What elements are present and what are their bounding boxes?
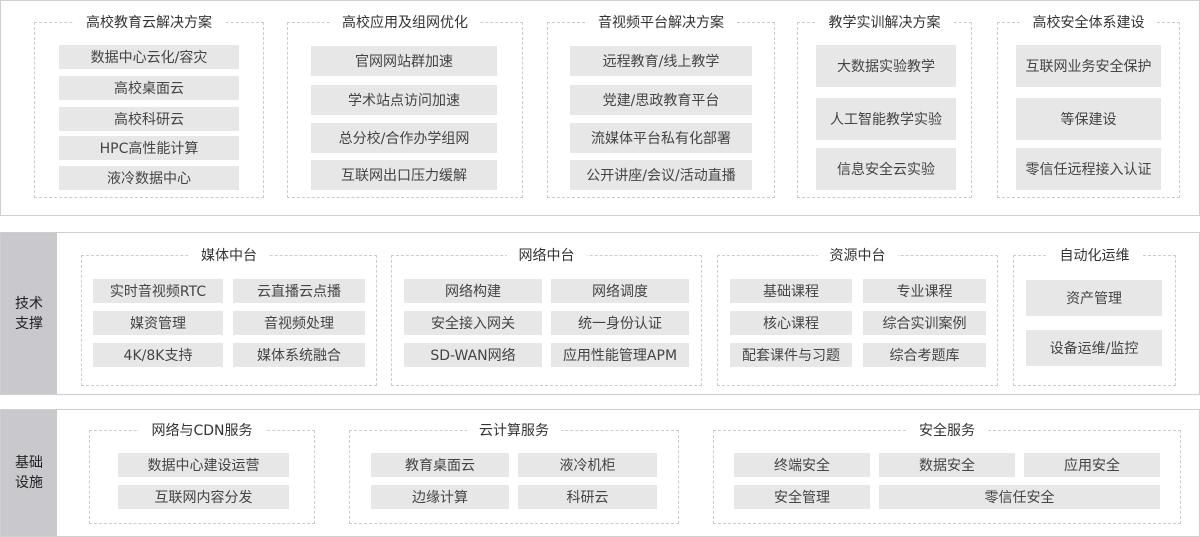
tech-item[interactable]: 专业课程: [863, 279, 986, 303]
tech-item[interactable]: 媒资管理: [93, 311, 223, 335]
solution-item[interactable]: 零信任远程接入认证: [1016, 148, 1161, 190]
infra-item[interactable]: 液冷机柜: [518, 453, 657, 477]
solution-group-education-cloud: 高校教育云解决方案 数据中心云化/容灾 高校桌面云 高校科研云 HPC高性能计算…: [34, 15, 264, 198]
solution-item[interactable]: 高校桌面云: [59, 76, 239, 100]
tech-support-layer: 技术支撑 媒体中台 实时音视频RTC 云直播云点播 媒资管理 音视频处理 4K/…: [0, 232, 1200, 395]
solution-item[interactable]: 大数据实验教学: [816, 45, 956, 87]
tech-group-ops: 自动化运维 资产管理 设备运维/监控: [1013, 248, 1176, 386]
group-title: 自动化运维: [1047, 248, 1142, 264]
tech-item[interactable]: 网络构建: [404, 279, 542, 303]
tech-item[interactable]: SD-WAN网络: [404, 343, 542, 367]
infra-item[interactable]: 零信任安全: [879, 485, 1160, 509]
solution-item[interactable]: 数据中心云化/容灾: [59, 45, 239, 69]
tech-group-network: 网络中台 网络构建 网络调度 安全接入网关 统一身份认证 SD-WAN网络 应用…: [391, 248, 702, 386]
infrastructure-layer: 基础设施 网络与CDN服务 数据中心建设运营 互联网内容分发 云计算服务 教育桌…: [0, 409, 1200, 537]
infra-group-cloud-compute: 云计算服务 教育桌面云 液冷机柜 边缘计算 科研云: [349, 423, 679, 524]
solution-group-teaching-training: 教学实训解决方案 大数据实验教学 人工智能教学实验 信息安全云实验: [797, 15, 972, 198]
solution-item[interactable]: 公开讲座/会议/活动直播: [570, 160, 752, 190]
solution-item[interactable]: 流媒体平台私有化部署: [570, 123, 752, 153]
infra-group-network-cdn: 网络与CDN服务 数据中心建设运营 互联网内容分发: [89, 423, 315, 524]
tech-item[interactable]: 安全接入网关: [404, 311, 542, 335]
tech-item[interactable]: 实时音视频RTC: [93, 279, 223, 303]
infra-item[interactable]: 科研云: [518, 485, 657, 509]
tech-item[interactable]: 云直播云点播: [233, 279, 365, 303]
infra-item[interactable]: 安全管理: [734, 485, 870, 509]
infra-item[interactable]: 应用安全: [1024, 453, 1160, 477]
solution-group-security-system: 高校安全体系建设 互联网业务安全保护 等保建设 零信任远程接入认证: [997, 15, 1180, 198]
tech-item[interactable]: 网络调度: [551, 279, 689, 303]
group-title: 资源中台: [817, 248, 898, 264]
infra-group-security: 安全服务 终端安全 数据安全 应用安全 安全管理 零信任安全: [713, 423, 1181, 524]
solution-item[interactable]: 党建/思政教育平台: [570, 85, 752, 115]
tech-item[interactable]: 配套课件与习题: [730, 343, 852, 367]
solution-item[interactable]: 高校科研云: [59, 107, 239, 131]
tech-group-resources: 资源中台 基础课程 专业课程 核心课程 综合实训案例 配套课件与习题 综合考题库: [717, 248, 998, 386]
tech-item[interactable]: 应用性能管理APM: [551, 343, 689, 367]
group-title: 云计算服务: [467, 423, 561, 439]
solution-item[interactable]: 互联网业务安全保护: [1016, 45, 1161, 87]
solution-group-av-platform: 音视频平台解决方案 远程教育/线上教学 党建/思政教育平台 流媒体平台私有化部署…: [547, 15, 775, 198]
infra-item[interactable]: 数据安全: [879, 453, 1015, 477]
group-title: 媒体中台: [189, 248, 269, 264]
infra-item[interactable]: 终端安全: [734, 453, 870, 477]
solution-item[interactable]: 人工智能教学实验: [816, 98, 956, 140]
group-title: 网络与CDN服务: [139, 423, 265, 439]
tech-item[interactable]: 资产管理: [1026, 280, 1162, 316]
group-title: 教学实训解决方案: [816, 15, 953, 31]
solution-item[interactable]: 总分校/合作办学组网: [311, 123, 497, 153]
tech-item[interactable]: 综合考题库: [863, 343, 986, 367]
solution-item[interactable]: 液冷数据中心: [59, 166, 239, 190]
solution-item[interactable]: 远程教育/线上教学: [570, 46, 752, 76]
solution-item[interactable]: 信息安全云实验: [816, 148, 956, 190]
solution-group-app-network: 高校应用及组网优化 官网网站群加速 学术站点访问加速 总分校/合作办学组网 互联…: [287, 15, 523, 198]
infra-item[interactable]: 教育桌面云: [371, 453, 509, 477]
infra-item[interactable]: 数据中心建设运营: [118, 453, 289, 477]
solutions-layer: 高校教育云解决方案 数据中心云化/容灾 高校桌面云 高校科研云 HPC高性能计算…: [0, 0, 1200, 216]
tech-item[interactable]: 基础课程: [730, 279, 852, 303]
group-title: 安全服务: [907, 423, 987, 439]
solution-item[interactable]: 官网网站群加速: [311, 46, 497, 76]
infra-item[interactable]: 互联网内容分发: [118, 485, 289, 509]
tech-item[interactable]: 综合实训案例: [863, 311, 986, 335]
tech-item[interactable]: 设备运维/监控: [1026, 330, 1162, 366]
infra-item[interactable]: 边缘计算: [371, 485, 509, 509]
group-title: 音视频平台解决方案: [586, 15, 736, 31]
group-title: 高校安全体系建设: [1020, 15, 1157, 31]
tech-item[interactable]: 统一身份认证: [551, 311, 689, 335]
infrastructure-label: 基础设施: [1, 410, 57, 536]
tech-item[interactable]: 音视频处理: [233, 311, 365, 335]
group-title: 网络中台: [506, 248, 587, 264]
solution-item[interactable]: 学术站点访问加速: [311, 85, 497, 115]
tech-support-label: 技术支撑: [1, 233, 57, 394]
solution-item[interactable]: HPC高性能计算: [59, 136, 239, 160]
solution-item[interactable]: 等保建设: [1016, 98, 1161, 140]
group-title: 高校教育云解决方案: [74, 15, 224, 31]
group-title: 高校应用及组网优化: [330, 15, 480, 31]
tech-group-media: 媒体中台 实时音视频RTC 云直播云点播 媒资管理 音视频处理 4K/8K支持 …: [81, 248, 377, 386]
tech-item[interactable]: 核心课程: [730, 311, 852, 335]
solution-item[interactable]: 互联网出口压力缓解: [311, 160, 497, 190]
tech-item[interactable]: 4K/8K支持: [93, 343, 223, 367]
tech-item[interactable]: 媒体系统融合: [233, 343, 365, 367]
